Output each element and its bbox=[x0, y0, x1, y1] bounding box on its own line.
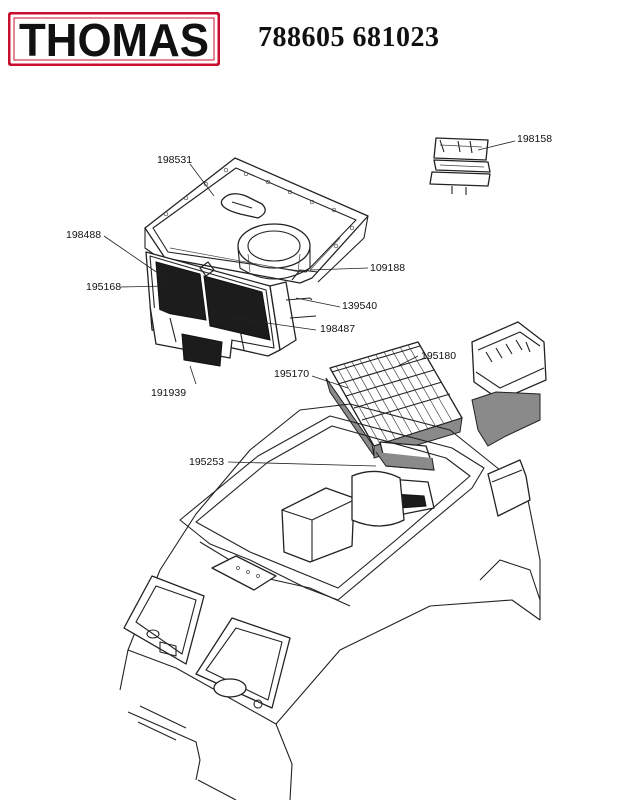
vacuum-body-drawing bbox=[119, 403, 541, 800]
part-label-198158: 198158 bbox=[517, 133, 552, 145]
part-191939-drawing bbox=[149, 305, 245, 367]
part-198158-drawing bbox=[429, 137, 491, 195]
part-label-191939: 191939 bbox=[151, 387, 186, 399]
thomas-logo: THOMAS bbox=[8, 12, 220, 66]
part-198531-drawing bbox=[144, 157, 369, 284]
part-label-139540: 139540 bbox=[342, 300, 377, 312]
part-195170-drawing bbox=[325, 341, 463, 459]
part-label-195180: 195180 bbox=[421, 350, 456, 362]
part-195180-drawing bbox=[471, 321, 547, 447]
model-numbers: 788605 681023 bbox=[258, 22, 440, 53]
part-label-198488: 198488 bbox=[66, 229, 101, 241]
part-label-195253: 195253 bbox=[189, 456, 224, 468]
part-label-198487: 198487 bbox=[320, 323, 355, 335]
part-label-195168: 195168 bbox=[86, 281, 121, 293]
part-label-109188: 109188 bbox=[370, 262, 405, 274]
part-label-195170: 195170 bbox=[274, 368, 309, 380]
leader-lines bbox=[103, 140, 516, 467]
svg-text:THOMAS: THOMAS bbox=[19, 14, 209, 66]
part-label-198531: 198531 bbox=[157, 154, 192, 166]
